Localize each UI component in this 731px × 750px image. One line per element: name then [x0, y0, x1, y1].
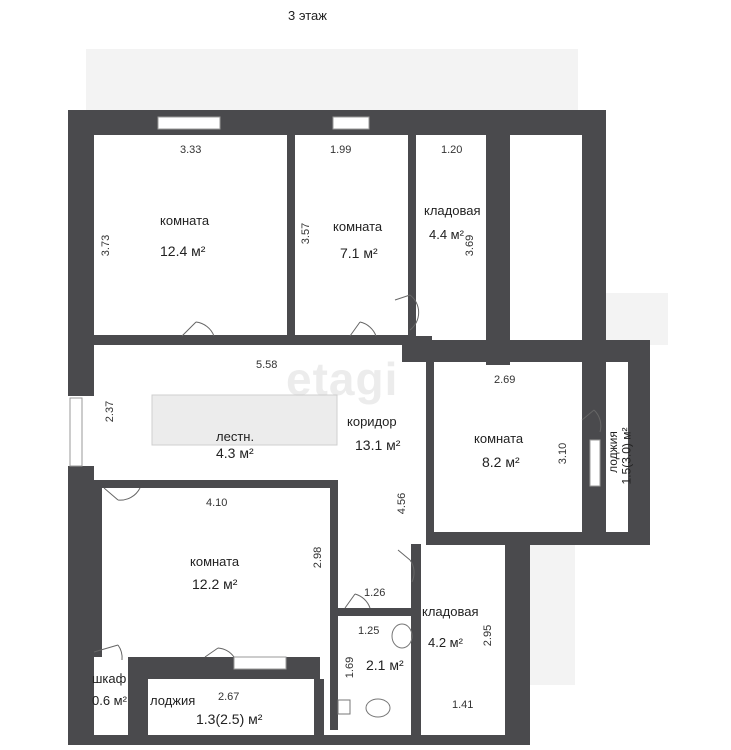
room3-width: 2.69	[494, 374, 516, 386]
room4-width: 4.10	[206, 497, 228, 509]
loggia2-area: 1.3(2.5) м²	[196, 711, 263, 727]
storage1-height: 3.69	[464, 234, 477, 257]
storage1-width: 1.20	[441, 144, 463, 156]
loggia2-width: 2.67	[218, 691, 240, 703]
corridor-length: 4.56	[396, 492, 409, 515]
room1-width: 3.33	[180, 144, 202, 156]
room1-name: комната	[160, 213, 210, 228]
stairs-name: лестн.	[216, 429, 255, 444]
room4-area: 12.2 м²	[192, 576, 238, 592]
watermark: etagi	[286, 353, 399, 405]
storage2-name: кладовая	[422, 604, 479, 619]
corridor-area: 13.1 м²	[355, 437, 401, 453]
stairs-area: 4.3 м²	[216, 445, 254, 461]
room2-height: 3.57	[300, 222, 313, 245]
storage1-area: 4.4 м²	[429, 227, 464, 242]
interior-walls	[94, 135, 434, 730]
stairs-block	[151, 394, 338, 446]
room3-area: 8.2 м²	[482, 454, 520, 470]
storage2-width: 1.41	[452, 699, 474, 711]
bath-width-top: 1.26	[364, 587, 386, 599]
room2-name: комната	[333, 219, 383, 234]
room3-name: комната	[474, 431, 524, 446]
room2-area: 7.1 м²	[340, 245, 378, 261]
loggia1-name: лоджия	[605, 431, 620, 473]
storage2-area: 4.2 м²	[428, 635, 463, 650]
corridor-width: 5.58	[256, 359, 278, 371]
room2-width: 1.99	[330, 144, 352, 156]
closet-name: шкаф	[92, 671, 127, 686]
loggia2-name: лоджия	[150, 693, 196, 708]
loggia1-area: 1.5(3.0) м²	[619, 427, 634, 485]
walls	[68, 110, 650, 745]
outer-zone-bottom-right	[530, 545, 575, 685]
bath-width: 1.25	[358, 625, 380, 637]
bath-height: 1.69	[344, 656, 357, 679]
doors	[93, 294, 602, 661]
floor-label: 3 этаж	[288, 8, 327, 23]
corridor-height: 2.37	[104, 400, 117, 423]
outer-zone-right	[606, 293, 668, 345]
room4-height: 2.98	[312, 546, 325, 569]
room4-name: комната	[190, 554, 240, 569]
bath-fixtures	[337, 623, 413, 718]
room1-area: 12.4 м²	[160, 243, 206, 259]
closet-area: 0.6 м²	[92, 693, 127, 708]
bath-area: 2.1 м²	[366, 657, 404, 673]
corridor-name: коридор	[347, 414, 397, 429]
room3-height: 3.10	[557, 442, 570, 465]
windows	[69, 116, 601, 670]
storage2-height: 2.95	[482, 624, 495, 647]
storage1-name: кладовая	[424, 203, 481, 218]
outer-zone-top	[86, 49, 578, 110]
room1-height: 3.73	[100, 234, 113, 257]
